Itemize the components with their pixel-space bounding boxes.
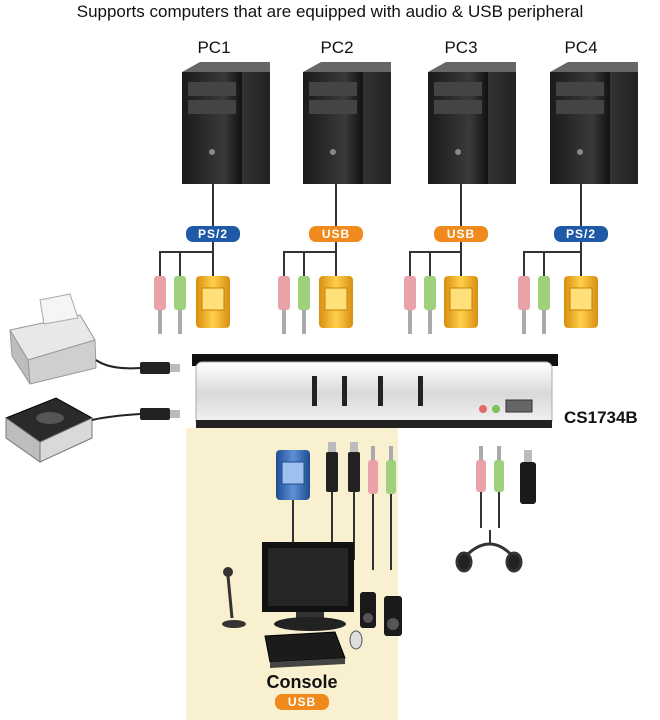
console-vga-plug [276,450,310,545]
pc4-cables [523,184,582,276]
microphone-icon [222,567,246,628]
console-audio-plugs [368,446,396,570]
pc3-tower [428,62,516,184]
scanner-cable [91,413,141,421]
pc1-plugs [154,276,230,334]
pc3-label: PC3 [444,38,478,57]
pc2-interface-badge: USB [309,226,363,242]
pc2-label: PC2 [320,38,354,57]
printer-icon [9,293,97,385]
speakers-icon [360,592,402,636]
pc3-interface-badge: USB [434,226,488,242]
pc1-tower [182,62,270,184]
console-interface-badge: USB [275,694,329,710]
mouse-icon [349,630,363,650]
pc2-plugs [278,276,353,334]
pc4-interface-badge: PS/2 [554,226,608,242]
monitor-icon [262,542,354,631]
scanner-icon [4,397,94,463]
pc1-label: PC1 [197,38,231,57]
console-label: Console [266,672,338,692]
kvm-switch [192,354,558,428]
diagram-title: Supports computers that are equipped wit… [76,2,584,21]
right-audio-plugs [476,446,504,528]
pc2-tower [303,62,391,184]
pc1-interface-badge: PS/2 [186,226,240,242]
usb-flash-drive-icon [520,450,536,504]
headset-icon [455,530,523,573]
pc4-tower [550,62,638,184]
pc3-plugs [404,276,478,334]
printer-cable [95,359,141,370]
pc4-plugs [518,276,598,334]
pc4-label: PC4 [564,38,598,57]
kvm-model-label: CS1734B [564,408,638,427]
keyboard-icon [264,631,346,668]
